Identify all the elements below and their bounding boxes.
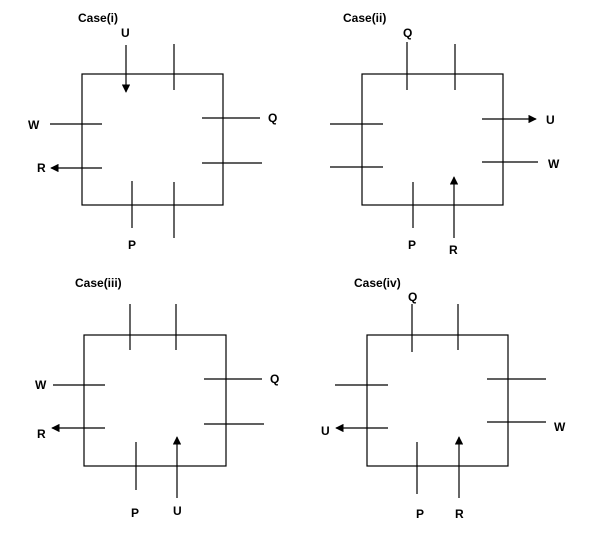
case-3: Case(iii) W R Q P U xyxy=(35,276,279,520)
case-3-label-u: U xyxy=(173,504,182,518)
case-2-label-r: R xyxy=(449,243,458,257)
case-1-label-w: W xyxy=(28,118,40,132)
case-1-label-q: Q xyxy=(268,111,277,125)
case-2-label-u: U xyxy=(546,113,555,127)
case-2-label-p: P xyxy=(408,238,416,252)
case-4-label-p: P xyxy=(416,507,424,521)
case-1-label-p: P xyxy=(128,238,136,252)
case-1-title: Case(i) xyxy=(78,11,118,25)
case-2-label-q: Q xyxy=(403,26,412,40)
case-4-label-u: U xyxy=(321,424,330,438)
case-4: Case(iv) Q U W P R xyxy=(321,276,566,521)
case-1-label-u: U xyxy=(121,26,130,40)
case-4-box xyxy=(366,334,509,467)
case-2-title: Case(ii) xyxy=(343,11,386,25)
case-4-label-r: R xyxy=(455,507,464,521)
case-2-label-w: W xyxy=(548,157,560,171)
case-2-box xyxy=(361,73,504,206)
case-3-label-q: Q xyxy=(270,372,279,386)
case-3-box xyxy=(83,334,227,467)
case-2: Case(ii) Q U W P R xyxy=(330,11,560,257)
case-3-label-w: W xyxy=(35,378,47,392)
case-3-title: Case(iii) xyxy=(75,276,122,290)
case-4-label-w: W xyxy=(554,420,566,434)
case-1-label-r: R xyxy=(37,161,46,175)
case-3-label-p: P xyxy=(131,506,139,520)
case-4-title: Case(iv) xyxy=(354,276,401,290)
case-1: Case(i) U W R Q P xyxy=(28,11,277,252)
case-1-box xyxy=(81,73,224,206)
case-3-label-r: R xyxy=(37,427,46,441)
case-4-label-q: Q xyxy=(408,290,417,304)
